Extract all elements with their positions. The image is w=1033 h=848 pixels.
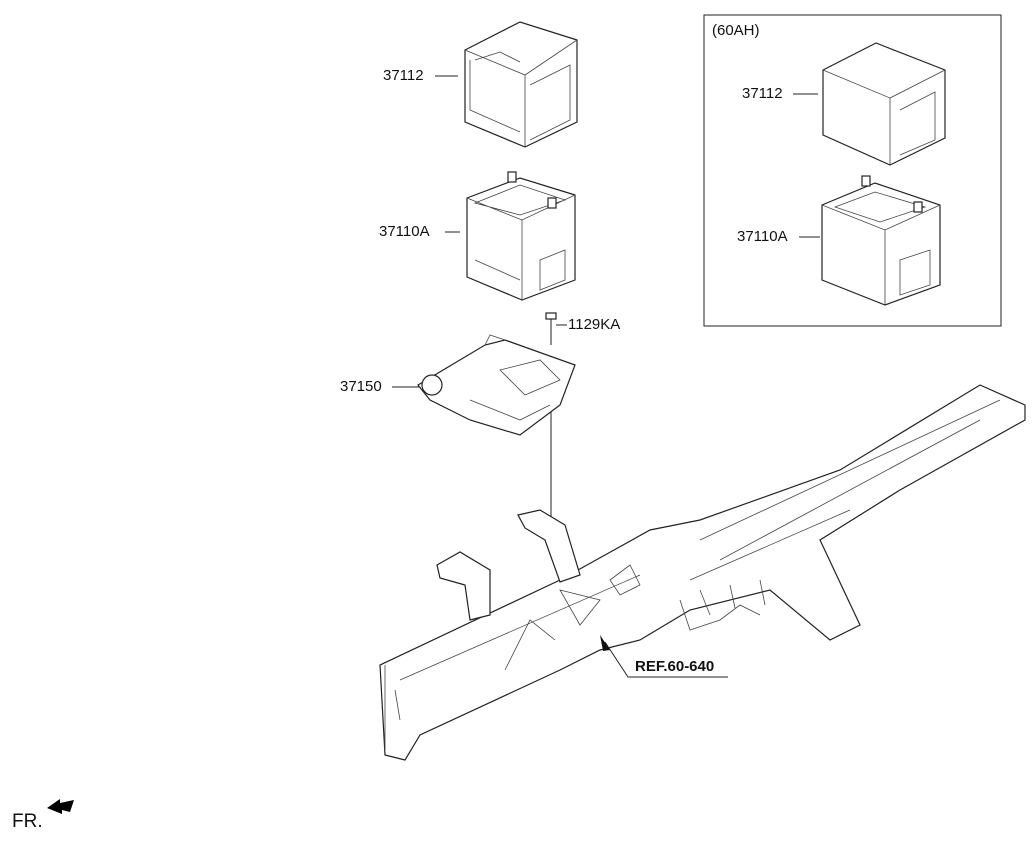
front-side-member-drawing: [379, 384, 1026, 761]
inset-label-tray: 37112: [742, 85, 783, 102]
inset-box: [703, 14, 1002, 327]
label-ref: REF.60-640: [635, 658, 715, 675]
front-direction-label: FR.: [12, 811, 43, 832]
battery-drawing: [466, 171, 576, 301]
inset-battery-tray-drawing: [822, 42, 946, 166]
battery-bracket-drawing: [417, 334, 576, 436]
inset-battery-drawing: [821, 175, 941, 306]
label-battery: 37110A: [379, 223, 430, 240]
inset-title: (60AH): [712, 22, 760, 39]
label-bracket: 37150: [340, 378, 382, 395]
inset-label-battery: 37110A: [737, 228, 788, 245]
label-bolt: 1129KA: [568, 316, 621, 333]
label-tray: 37112: [383, 67, 424, 84]
bolt-drawing: [545, 312, 557, 522]
front-direction-arrow-icon: [47, 799, 74, 814]
battery-tray-drawing: [464, 21, 578, 148]
